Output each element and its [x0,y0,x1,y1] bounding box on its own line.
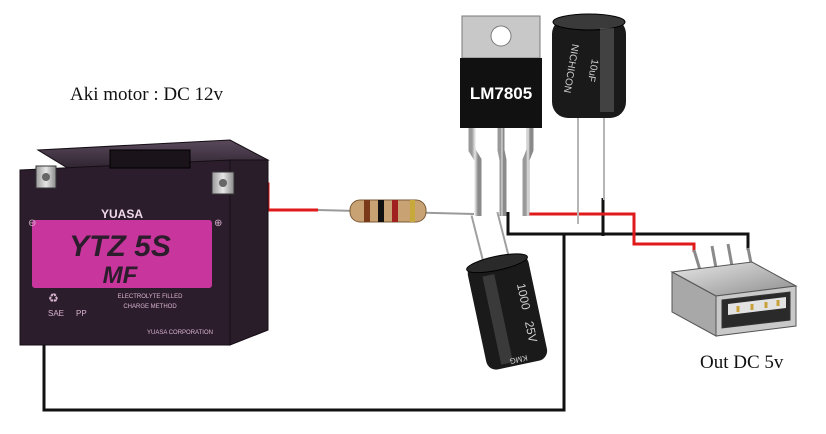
resistor-band-3 [392,200,398,222]
usb-pin-1 [692,249,702,271]
ground-wire [42,175,566,412]
battery-side [229,159,269,346]
battery-lid-strip [109,149,191,169]
resistor-band-2 [378,200,384,222]
capacitor-small: NICHICON 10uF [552,13,626,224]
capacitor-small-marking-mid: 10uF [585,58,600,82]
positive-wire-out [526,212,696,252]
usb-port [670,243,798,337]
regulator-mount-hole [490,25,512,47]
usb-pin-3 [726,243,734,267]
regulator-body [460,58,542,128]
capacitor-large-marking-mid: 25V [522,320,540,344]
regulator-part-label: LM7805 [470,84,532,103]
capacitor-large-top [466,253,528,274]
ground-wire-to-usb [564,232,750,250]
battery-label [32,220,212,288]
capacitor-large-marking-bot: KMG [509,353,529,366]
regulator-legs [468,128,534,216]
negative-terminal [35,165,57,189]
battery-sub-model: MF [103,262,139,289]
resistor-band-1 [364,200,370,222]
battery-electrolyte-note: ELECTROLYTE FILLED [118,294,184,300]
battery-brand: YUASA [101,207,143,221]
usb-shell-side [671,271,717,337]
output-caption: Out DC 5v [700,352,784,373]
battery-charge-note: CHARGE METHOD [123,304,177,310]
capacitor-large-lead-2 [496,211,511,261]
positive-terminal [211,171,235,195]
battery-sae: SAE [48,309,64,318]
battery-model: YTZ 5S [69,230,171,263]
capacitor-small-stripe [600,28,614,112]
voltage-regulator: LM7805 [460,15,542,216]
capacitor-large-marking-top: 1000 [514,282,533,311]
battery-caption: Aki motor : DC 12v [70,84,224,105]
capacitor-large: 1000 25V KMG [466,211,548,370]
capacitor-large-lead-1 [470,215,486,267]
battery: YUASA YTZ 5S MF ELECTROLYTE FILLED CHARG… [19,139,270,346]
usb-tongue [728,297,786,315]
battery-pp: PP [76,309,87,318]
battery-plus-mark: ⊕ [214,218,222,229]
battery-maker: YUASA CORPORATION [147,330,213,336]
capacitor-large-stripe [482,274,513,365]
usb-pin-2 [710,245,718,269]
capacitor-small-top [552,13,626,31]
resistor-band-4 [410,200,415,222]
battery-recycle-icon: ♻ [48,291,59,305]
resistor [317,199,475,223]
battery-minus-mark: ⊖ [28,218,36,229]
